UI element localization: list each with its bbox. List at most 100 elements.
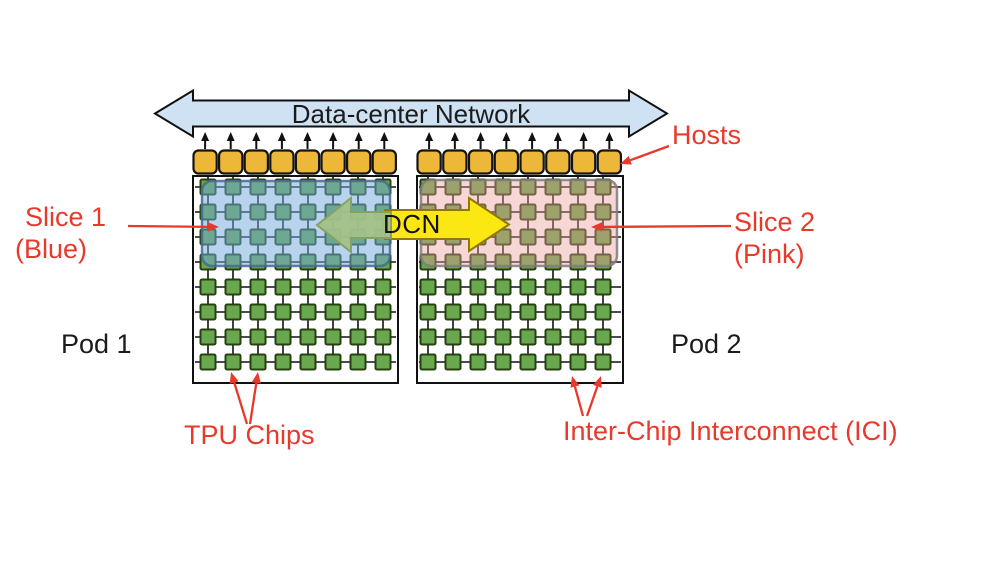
tpu-chip (494, 278, 512, 296)
annotation-arrow-tpu-chip-1 (233, 382, 249, 425)
tpu-chip (199, 303, 217, 321)
host-box (192, 149, 218, 175)
tpu-chip (444, 278, 462, 296)
host-box (416, 149, 442, 175)
tpu-chip (569, 228, 587, 246)
host-box (294, 149, 321, 175)
host-uplink-arrow-head (502, 132, 511, 141)
tpu-chip (299, 303, 317, 321)
dcn-green-arrow (315, 195, 392, 255)
tpu-chip (374, 353, 392, 371)
tpu-chip (224, 353, 242, 371)
annotation-arrow-tpu-chip-1-head (229, 372, 239, 384)
tpu-chip (594, 303, 612, 321)
host-box (519, 149, 545, 175)
tpu-chip (274, 278, 292, 296)
tpu-chip (249, 353, 267, 371)
annotation-arrow-ici-1 (573, 386, 585, 417)
tpu-chip (469, 303, 487, 321)
tpu-chip (419, 328, 437, 346)
tpu-chip (444, 353, 462, 371)
tpu-chip (299, 353, 317, 371)
tpu-chip (444, 303, 462, 321)
tpu-chip (324, 353, 342, 371)
tpu-chip (199, 353, 217, 371)
annotation-arrow-hosts (629, 144, 670, 162)
tpu-chip (274, 328, 292, 346)
tpu-chip (249, 328, 267, 346)
host-uplink-arrow-head (476, 132, 485, 141)
host-uplink-arrow-head (553, 132, 562, 141)
tpu-chip (519, 203, 537, 221)
host-uplink-arrow-head (380, 132, 389, 141)
tpu-chip (349, 303, 367, 321)
tpu-chip (419, 278, 437, 296)
tpu-chip (544, 278, 562, 296)
tpu-chip (274, 303, 292, 321)
tpu-chip (199, 278, 217, 296)
host-box (596, 149, 623, 175)
host-uplink-arrow-head (252, 132, 261, 141)
tpu-chip (494, 303, 512, 321)
tpu-chip (419, 303, 437, 321)
tpu-chip (469, 278, 487, 296)
host-uplink-arrow-head (450, 132, 459, 141)
host-uplink-arrow-head (277, 132, 286, 141)
tpu-chip (324, 278, 342, 296)
host-uplink-arrow-head (329, 132, 338, 141)
tpu-chip (569, 203, 587, 221)
tpu-chip (544, 353, 562, 371)
annotation-arrow-ici-1-head (570, 376, 580, 388)
host-box (218, 149, 244, 175)
tpu-chip (494, 328, 512, 346)
annotation-arrow-ici-2 (585, 386, 599, 417)
tpu-chip (324, 303, 342, 321)
tpu-chip (594, 353, 612, 371)
annotation-arrow-tpu-chip-2 (248, 382, 258, 425)
tpu-chip (299, 328, 317, 346)
annotation-arrow-slice-1 (127, 224, 209, 229)
host-box (243, 149, 269, 175)
host-uplink-arrow-head (354, 132, 363, 141)
tpu-chip (469, 353, 487, 371)
tpu-chip (569, 353, 587, 371)
tpu-chip (544, 203, 562, 221)
tpu-chip (199, 328, 217, 346)
tpu-chip (544, 303, 562, 321)
tpu-chip (519, 303, 537, 321)
annotation-arrow-hosts-head (620, 155, 632, 165)
annotation-arrow-ici-2-head (593, 376, 602, 388)
host-box (442, 149, 468, 175)
host-uplink-arrow-head (303, 132, 312, 141)
host-uplink-arrow-head (425, 132, 434, 141)
tpu-chip (519, 328, 537, 346)
host-box (346, 149, 372, 175)
tpu-chip (249, 303, 267, 321)
host-box (467, 149, 494, 175)
host-box (320, 149, 346, 175)
tpu-chip (349, 328, 367, 346)
tpu-chip (299, 278, 317, 296)
tpu-chip (274, 353, 292, 371)
tpu-chip (594, 228, 612, 246)
host-uplink-arrow-head (201, 132, 210, 141)
tpu-chip (444, 328, 462, 346)
tpu-chip (469, 328, 487, 346)
host-uplink-arrow-head (528, 132, 537, 141)
host-uplink-arrow-head (226, 132, 235, 141)
tpu-chip (519, 353, 537, 371)
tpu-chip (569, 278, 587, 296)
tpu-chip (569, 328, 587, 346)
tpu-chip (519, 228, 537, 246)
tpu-chip (494, 353, 512, 371)
annotation-arrow-slice-1-head (208, 222, 219, 232)
host-uplink-arrow-head (605, 132, 614, 141)
tpu-chip (544, 328, 562, 346)
tpu-chip (374, 328, 392, 346)
tpu-chip (569, 303, 587, 321)
tpu-chip (594, 203, 612, 221)
tpu-chip (224, 278, 242, 296)
tpu-chip (349, 278, 367, 296)
tpu-chip (374, 278, 392, 296)
